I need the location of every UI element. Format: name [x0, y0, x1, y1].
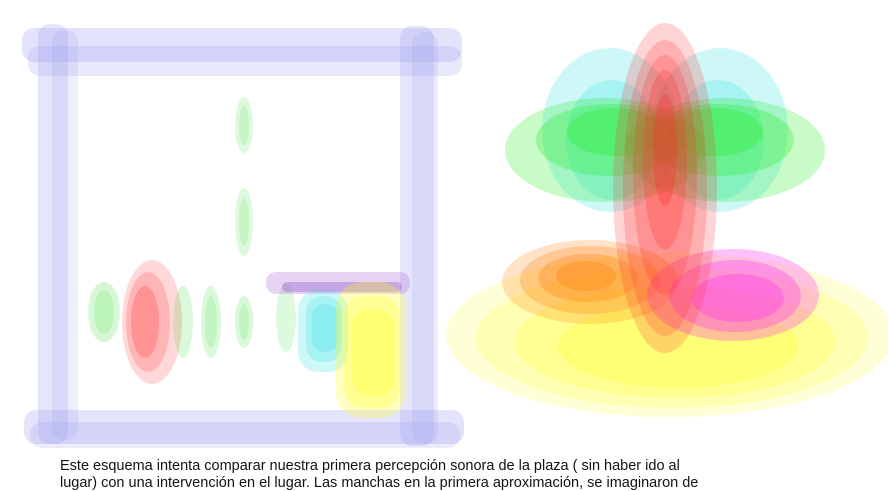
intervention-blobs: [446, 23, 888, 417]
cyan-upper-blob: [542, 48, 788, 212]
red-blob-left: [122, 260, 182, 384]
cyan-blob: [298, 290, 348, 372]
caption-text: Este esquema intenta comparar nuestra pr…: [60, 458, 860, 491]
caption-line-1: Este esquema intenta comparar nuestra pr…: [60, 458, 680, 474]
red-vertical-blob: [613, 23, 717, 353]
plaza-frame: [22, 24, 464, 448]
yellow-base-blob: [446, 253, 888, 417]
magenta-blob: [647, 249, 819, 341]
green-dashes: [88, 97, 296, 358]
yellow-blob: [336, 282, 406, 418]
plaza-plan: [22, 24, 464, 448]
green-upper-blob: [505, 98, 825, 202]
orange-blob: [502, 240, 678, 324]
purple-bar: [266, 272, 410, 294]
caption-line-2: lugar) con una intervención en el lugar.…: [60, 475, 699, 491]
